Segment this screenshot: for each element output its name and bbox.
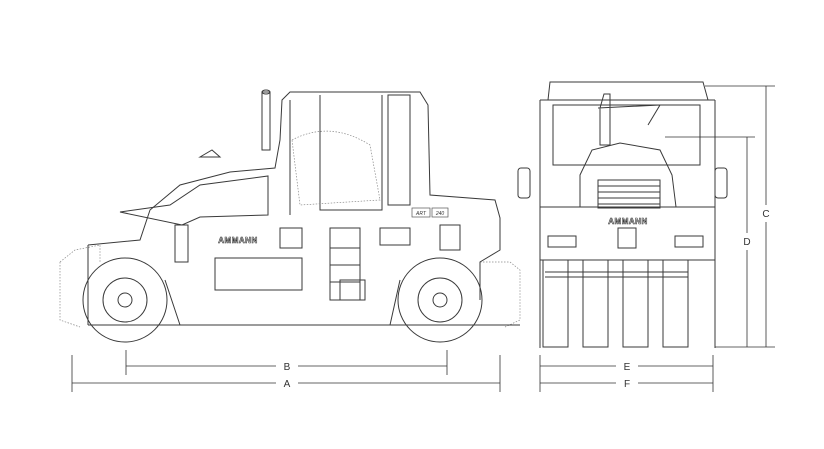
right-mirror — [714, 167, 728, 199]
front-view: AMMANN — [517, 81, 728, 348]
dimension-e-label: E — [624, 362, 631, 373]
dimension-c-label: C — [762, 209, 769, 220]
rear-wheel — [397, 257, 483, 343]
right-headlight — [674, 235, 704, 248]
side-view: AMMANN ART 240 — [59, 89, 521, 343]
dimension-f-label: F — [624, 379, 630, 390]
dimension-lines: B A E F C D — [71, 85, 775, 392]
side-brand-logo: AMMANN — [218, 236, 257, 245]
front-tires — [542, 259, 689, 348]
left-headlight — [547, 235, 577, 248]
front-wheel — [82, 257, 168, 343]
model-badge-number: 240 — [435, 211, 445, 217]
dimension-b-label: B — [284, 362, 291, 373]
left-mirror — [517, 167, 531, 199]
dimension-d-label: D — [743, 237, 750, 248]
dimension-a-label: A — [284, 379, 291, 390]
model-badge-text: ART — [415, 211, 427, 217]
model-badge-left — [411, 207, 431, 218]
front-brand-logo: AMMANN — [608, 217, 647, 226]
